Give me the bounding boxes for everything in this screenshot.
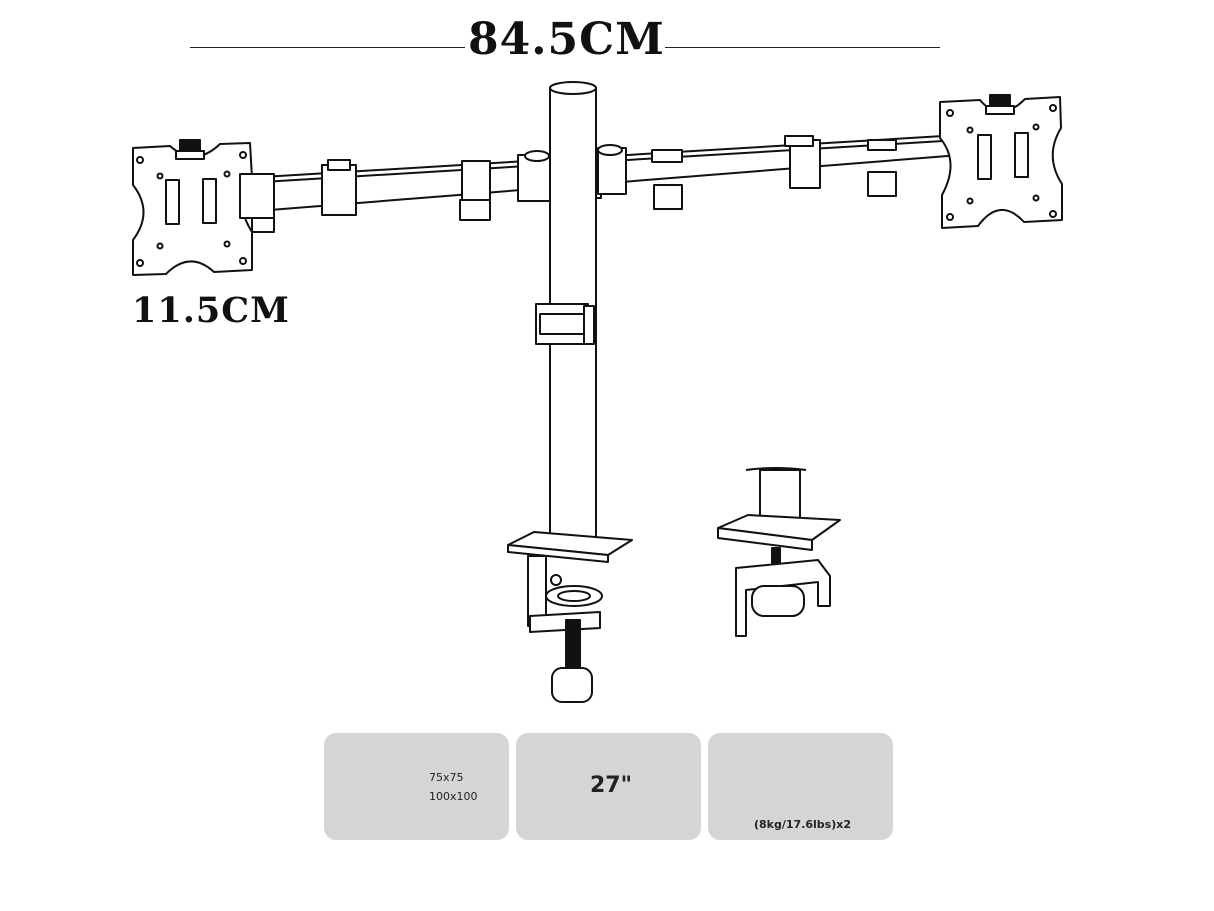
vertical-pole [535,81,597,541]
total-width-label: 84.5CM [468,14,665,65]
width-dimension-line-right [665,47,940,48]
screen-size-card: 27" [516,733,701,840]
weight-capacity-card: (8kg/17.6lbs)x2 [708,733,893,840]
monitor-mount-diagram [132,81,1063,703]
vesa-spec-card: 75x75 100x100 [324,733,509,840]
desk-clamp [507,531,633,703]
left-vesa-plate [132,139,275,276]
vesa-100-label: 100x100 [429,790,478,803]
right-vesa-plate [939,94,1063,229]
arm-joint-brackets [321,135,897,221]
grommet-base-detail [717,467,841,637]
width-dimension-line-left [190,47,465,48]
weight-capacity-label: (8kg/17.6lbs)x2 [754,818,851,831]
screen-size-label: 27" [590,773,633,798]
vesa-75-label: 75x75 [429,771,464,784]
arm-length-label: 11.5CM [132,290,290,331]
